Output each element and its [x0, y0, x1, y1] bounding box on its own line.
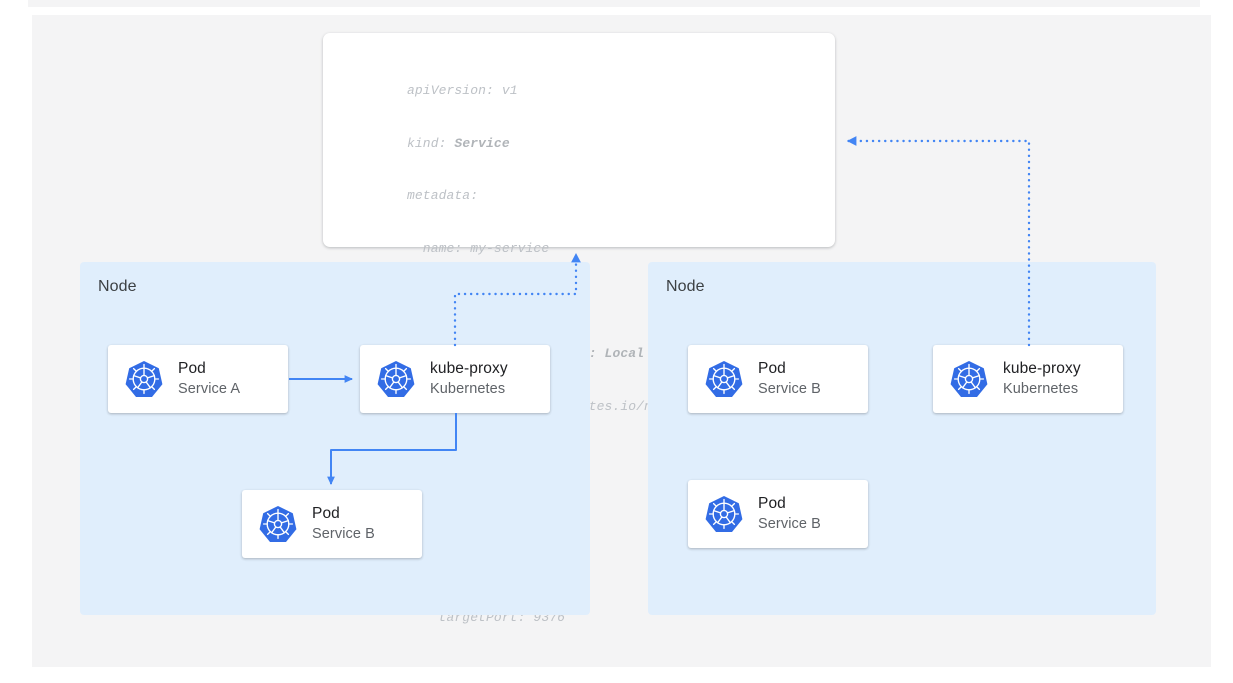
card-text-kube-proxy-left: kube-proxy Kubernetes: [430, 359, 508, 399]
node-label-right: Node: [666, 278, 705, 295]
card-subtitle: Service B: [758, 381, 821, 397]
card-text-pod-service-a: Pod Service A: [178, 359, 240, 399]
card-text-kube-proxy-right: kube-proxy Kubernetes: [1003, 359, 1081, 399]
card-subtitle: Service B: [758, 516, 821, 532]
card-pod-service-b-right-bottom[interactable]: Pod Service B: [688, 480, 868, 548]
card-pod-service-b-right-top[interactable]: Pod Service B: [688, 345, 868, 413]
yaml-line-metadata: metadata:: [407, 188, 479, 204]
card-title: Pod: [758, 495, 786, 512]
kubernetes-icon: [950, 361, 988, 397]
card-title: kube-proxy: [430, 360, 508, 377]
kubernetes-icon: [125, 361, 163, 397]
yaml-line-apiversion: apiVersion: v1: [407, 83, 518, 99]
card-title: kube-proxy: [1003, 360, 1081, 377]
card-subtitle: Kubernetes: [430, 381, 506, 397]
service-manifest-card: apiVersion: v1 kind: Service metadata: n…: [323, 33, 835, 625]
kubernetes-icon: [705, 361, 743, 397]
card-text-pod-service-b-right-top: Pod Service B: [758, 359, 821, 399]
yaml-line-kind: kind: Service: [407, 135, 510, 151]
kubernetes-icon: [259, 506, 297, 542]
kubernetes-icon: [377, 361, 415, 397]
card-title: Pod: [312, 505, 340, 522]
card-subtitle: Kubernetes: [1003, 381, 1079, 397]
card-kube-proxy-right[interactable]: kube-proxy Kubernetes: [933, 345, 1123, 413]
card-kube-proxy-left[interactable]: kube-proxy Kubernetes: [360, 345, 550, 413]
card-pod-service-a[interactable]: Pod Service A: [108, 345, 288, 413]
node-label-left: Node: [98, 278, 137, 295]
card-subtitle: Service B: [312, 526, 375, 542]
kubernetes-icon: [705, 496, 743, 532]
node-container-right: Node: [648, 262, 1156, 615]
yaml-line-name: name: my-service: [407, 241, 550, 257]
card-pod-service-b-left[interactable]: Pod Service B: [242, 490, 422, 558]
node-container-left: Node: [80, 262, 590, 615]
card-title: Pod: [178, 360, 206, 377]
page-top-strip: [28, 0, 1200, 7]
card-text-pod-service-b-right-bottom: Pod Service B: [758, 494, 821, 534]
card-title: Pod: [758, 360, 786, 377]
card-subtitle: Service A: [178, 381, 241, 397]
card-text-pod-service-b-left: Pod Service B: [312, 504, 375, 544]
